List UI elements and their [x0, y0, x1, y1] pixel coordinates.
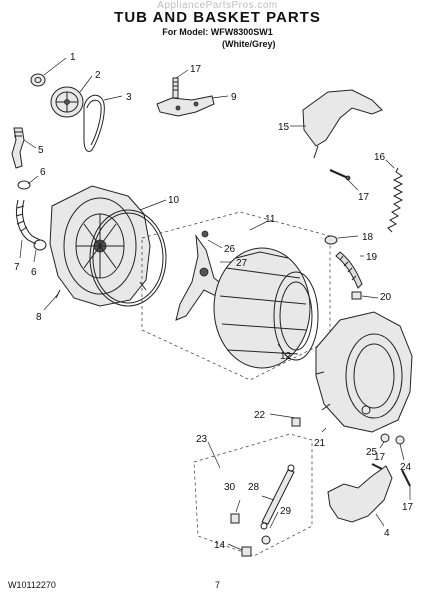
part-21-front-tub — [315, 311, 413, 433]
part-5-hose — [11, 127, 25, 169]
part-10-seal — [89, 209, 167, 307]
color-line: (White/Grey) — [222, 39, 276, 49]
callout-8: 8 — [36, 312, 42, 323]
part-29-bushing — [261, 535, 271, 545]
part-24-nut — [395, 435, 405, 445]
callout-26: 26 — [224, 244, 236, 255]
callout-16: 16 — [374, 152, 386, 163]
part-6-clamp-upper — [17, 180, 31, 190]
part-6-clamp-lower — [33, 239, 47, 251]
callout-17-right: 17 — [374, 452, 386, 463]
part-18-grommet — [324, 235, 338, 245]
part-17-screw-mid — [329, 168, 351, 181]
callout-6a: 6 — [40, 167, 46, 178]
part-12-basket — [213, 247, 319, 369]
assembly-11-outline — [141, 211, 331, 381]
leader-lines — [19, 57, 411, 551]
part-30-pin — [230, 513, 240, 524]
callout-27: 27 — [236, 258, 248, 269]
part-27-spider — [175, 234, 233, 321]
callout-1: 1 — [70, 52, 76, 63]
callout-15: 15 — [278, 122, 290, 133]
doc-number: W10112270 — [8, 580, 56, 590]
part-20-clip — [351, 291, 362, 300]
page-title: TUB AND BASKET PARTS — [114, 9, 321, 26]
part-4-counterweight — [327, 465, 393, 523]
callout-9: 9 — [231, 92, 237, 103]
assembly-23-outline — [193, 433, 313, 557]
callout-3: 3 — [126, 92, 132, 103]
model-line: For Model: WFW8300SW1 — [162, 27, 273, 37]
callout-25: 25 — [366, 447, 378, 458]
part-15-bracket — [302, 89, 383, 147]
part-28-damper — [260, 464, 295, 530]
watermark: AppliancePartsPros.com — [157, 0, 278, 11]
callout-24: 24 — [400, 462, 412, 473]
callout-17-mid: 17 — [358, 192, 370, 203]
callout-12: 12 — [280, 351, 292, 362]
page-number: 7 — [215, 580, 221, 590]
callout-17-lower: 17 — [402, 502, 414, 513]
callouts: 1 2 3 4 5 6 6 7 8 9 10 11 12 14 15 16 17… — [14, 52, 414, 551]
callout-18: 18 — [362, 232, 374, 243]
callout-14: 14 — [214, 540, 226, 551]
callout-22: 22 — [254, 410, 266, 421]
callout-10: 10 — [168, 195, 180, 206]
callout-11: 11 — [265, 214, 276, 225]
callout-21: 21 — [314, 438, 326, 449]
part-2-pulley — [50, 86, 84, 118]
part-14-fastener — [241, 546, 252, 557]
callout-20: 20 — [380, 292, 392, 303]
part-9-bracket — [156, 95, 215, 117]
callout-5: 5 — [38, 145, 44, 156]
part-17-bolt-top — [172, 77, 179, 99]
callout-28: 28 — [248, 482, 260, 493]
part-19-hose — [335, 251, 363, 289]
callout-6b: 6 — [31, 267, 37, 278]
callout-4: 4 — [384, 528, 390, 539]
part-26-screw — [201, 230, 209, 238]
part-1-nut — [30, 73, 46, 87]
callout-7: 7 — [14, 262, 20, 273]
callout-19: 19 — [366, 252, 378, 263]
part-8-rear-tub — [49, 185, 151, 307]
callout-29: 29 — [280, 506, 292, 517]
callout-30: 30 — [224, 482, 236, 493]
part-25-washer — [380, 433, 390, 443]
part-3-belt-inner — [86, 99, 102, 146]
callout-17-top: 17 — [190, 64, 202, 75]
part-22-clip — [291, 417, 301, 427]
part-16-spring — [387, 167, 404, 233]
part-7-drain-hose — [15, 199, 41, 245]
callout-23: 23 — [196, 434, 208, 445]
part-3-belt — [83, 94, 105, 153]
callout-2: 2 — [95, 70, 101, 81]
